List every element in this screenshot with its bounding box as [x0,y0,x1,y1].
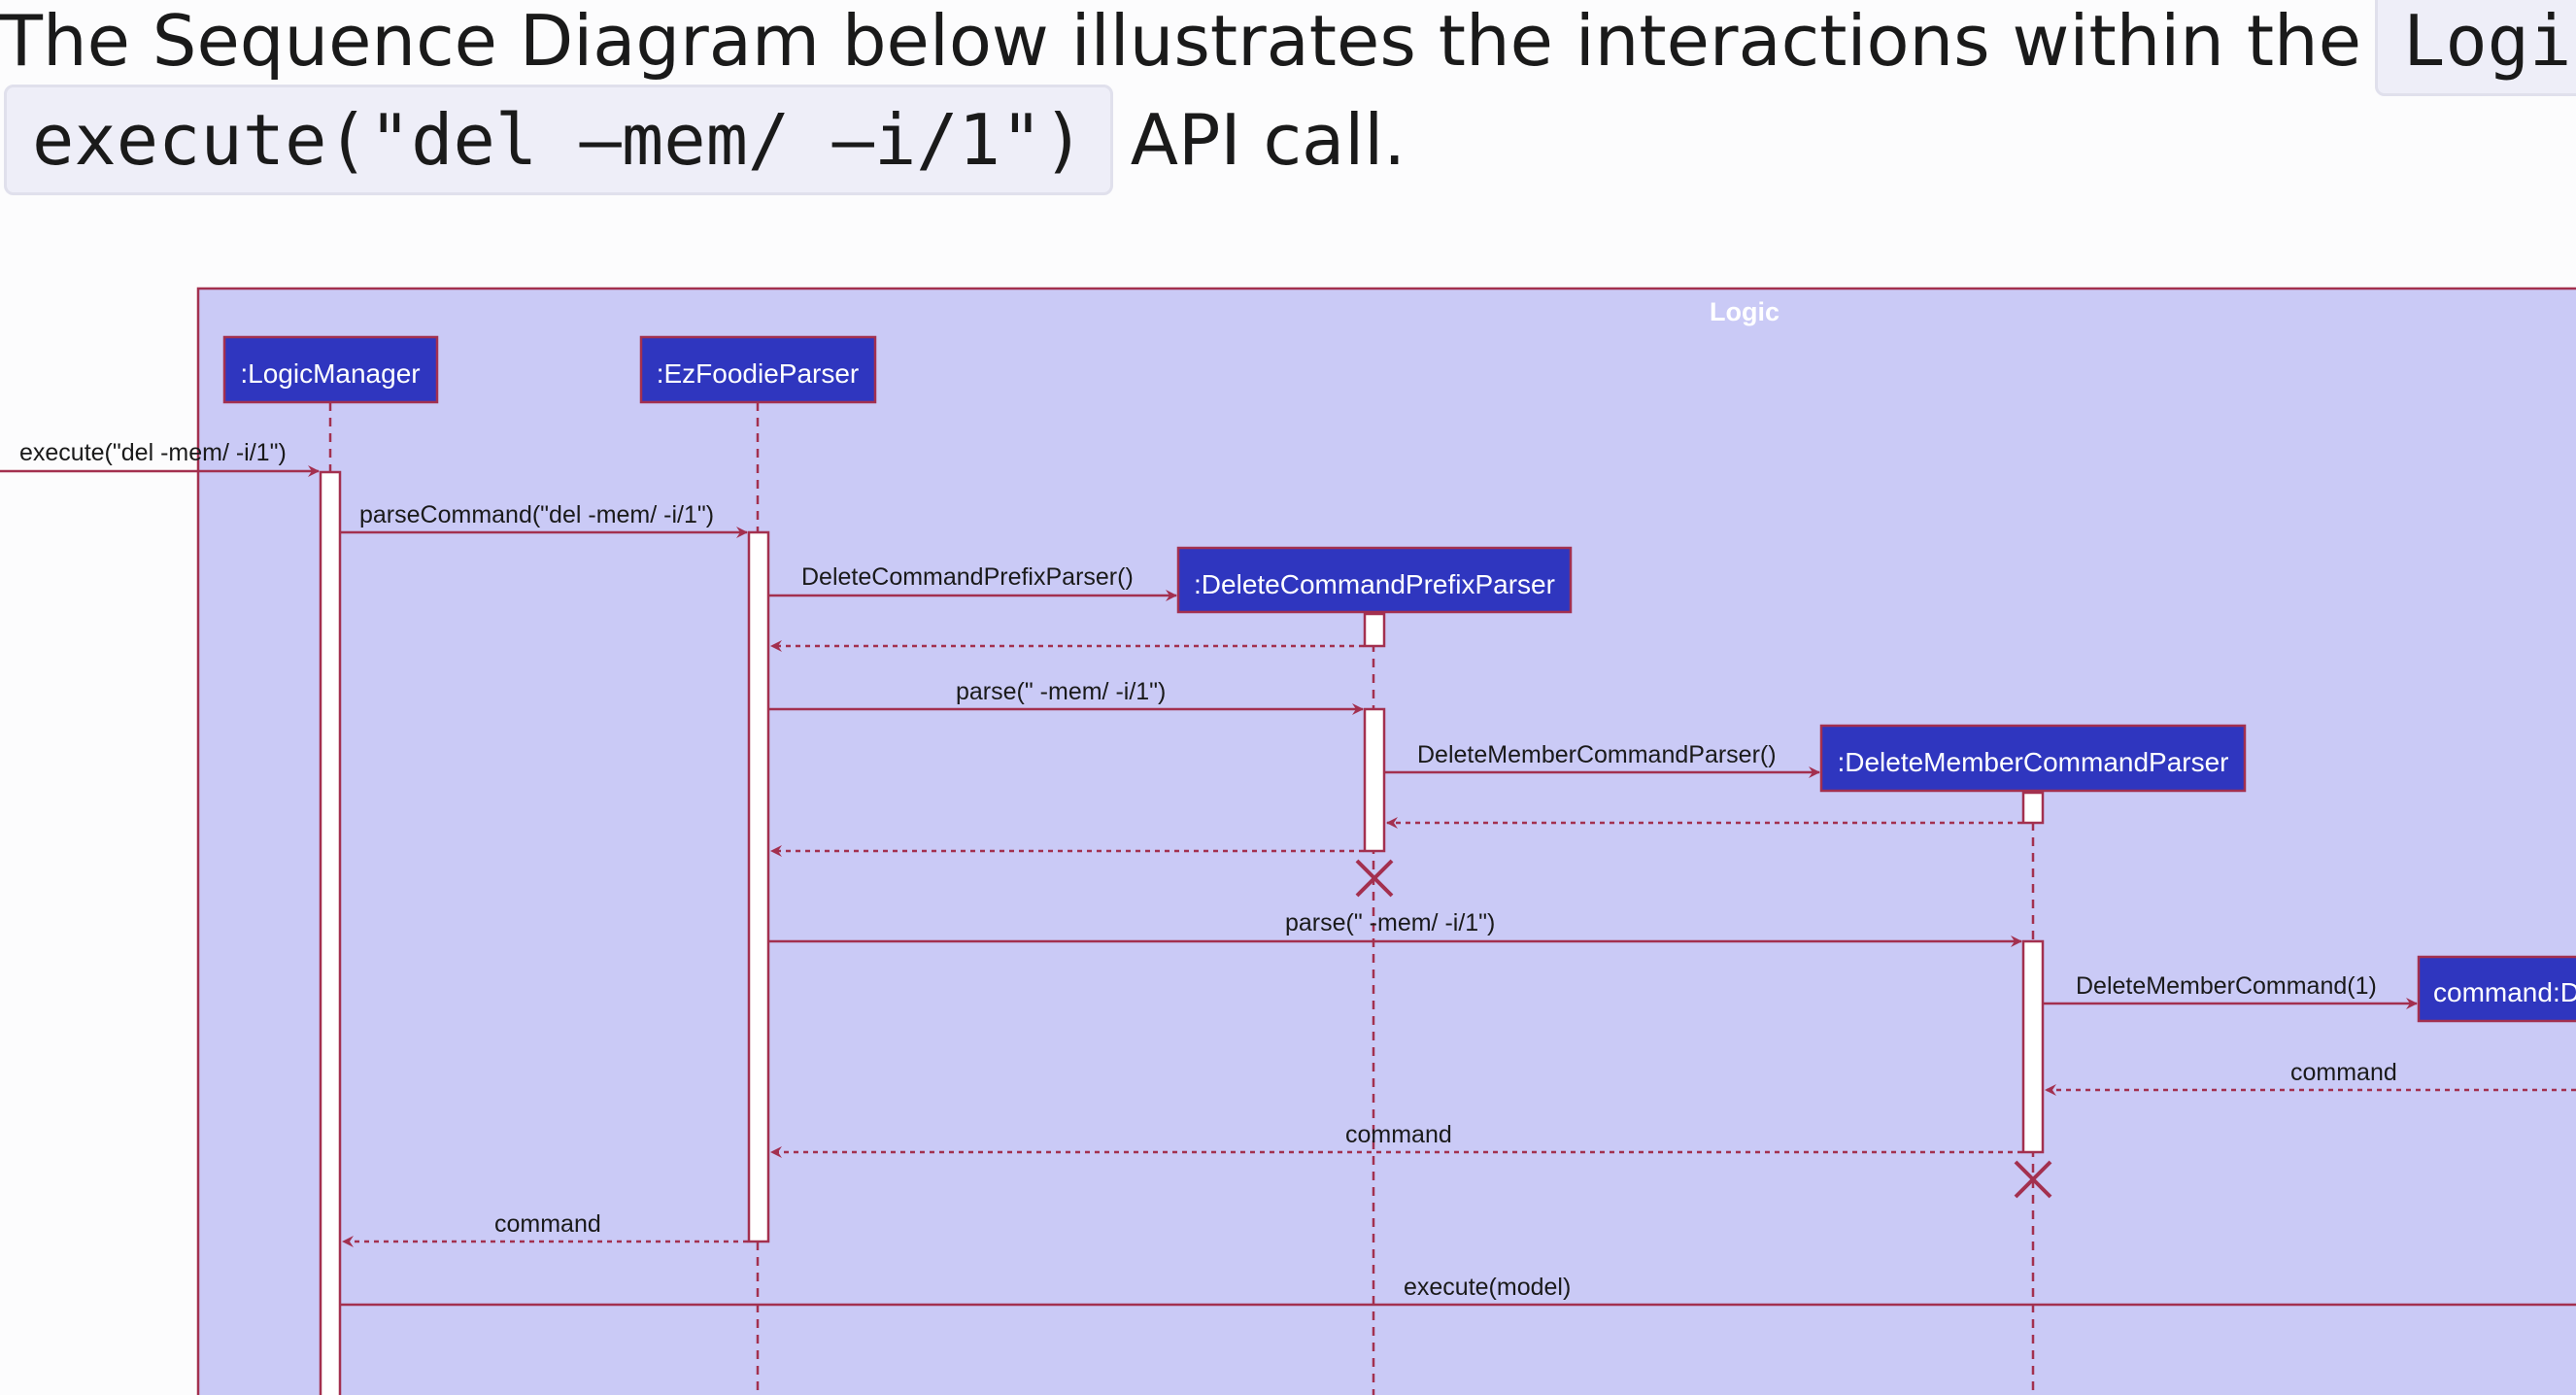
participant-prefix-parser: :DeleteCommandPrefixParser [1176,546,1573,614]
activation-member-parser-2 [2021,939,2045,1154]
intro-text: The Sequence Diagram below illustrates t… [0,0,2361,82]
frame-title: Logic [1710,297,1779,326]
message-label-parse-command: parseCommand("del -mem/ -i/1") [359,501,714,528]
return-label-command-from-command: command [2290,1059,2397,1086]
participant-member-parser-label: :DeleteMemberCommandParser [1837,747,2228,777]
participant-command-label: command:D [2433,977,2576,1007]
destroy-mark-prefix-parser [1355,859,1394,898]
intro-line-1: The Sequence Diagram below illustrates t… [0,0,2576,96]
participant-parser-label: :EzFoodieParser [657,358,860,389]
destroy-mark-member-parser [2014,1160,2052,1199]
message-label-create-prefix-parser: DeleteCommandPrefixParser() [801,563,1134,591]
participant-parser: :EzFoodieParser [639,335,877,404]
message-label-create-member-parser: DeleteMemberCommandParser() [1417,741,1777,768]
return-label-command-to-logic-manager: command [494,1210,601,1238]
message-label-prefix-parse: parse(" -mem/ -i/1") [956,678,1166,705]
return-label-command-from-member-parser: command [1345,1121,1452,1148]
inline-code-logic: Logic [2374,0,2576,96]
message-label-execute: execute("del -mem/ -i/1") [19,439,287,466]
logic-frame [196,287,2576,1395]
message-label-create-command: DeleteMemberCommand(1) [2076,972,2377,1000]
inline-code-execute-call: execute("del –mem/ –i/1") [4,85,1113,195]
intro-text-end: API call. [1130,99,1407,181]
message-label-member-parse: parse(" -mem/ -i/1") [1285,909,1495,936]
message-label-execute-model: execute(model) [1404,1274,1571,1301]
activation-logic-manager [319,470,342,1395]
participant-member-parser: :DeleteMemberCommandParser [1819,724,2247,793]
activation-prefix-parser-1 [1363,612,1386,648]
participant-command: command:D [2417,955,2576,1023]
activation-prefix-parser-2 [1363,707,1386,853]
activation-parser [747,530,770,1243]
participant-logic-manager-label: :LogicManager [240,358,420,389]
participant-logic-manager: :LogicManager [222,335,439,404]
activation-member-parser-1 [2021,791,2045,825]
intro-line-2: execute("del –mem/ –i/1")API call. [0,85,1406,195]
participant-prefix-parser-label: :DeleteCommandPrefixParser [1194,569,1555,599]
